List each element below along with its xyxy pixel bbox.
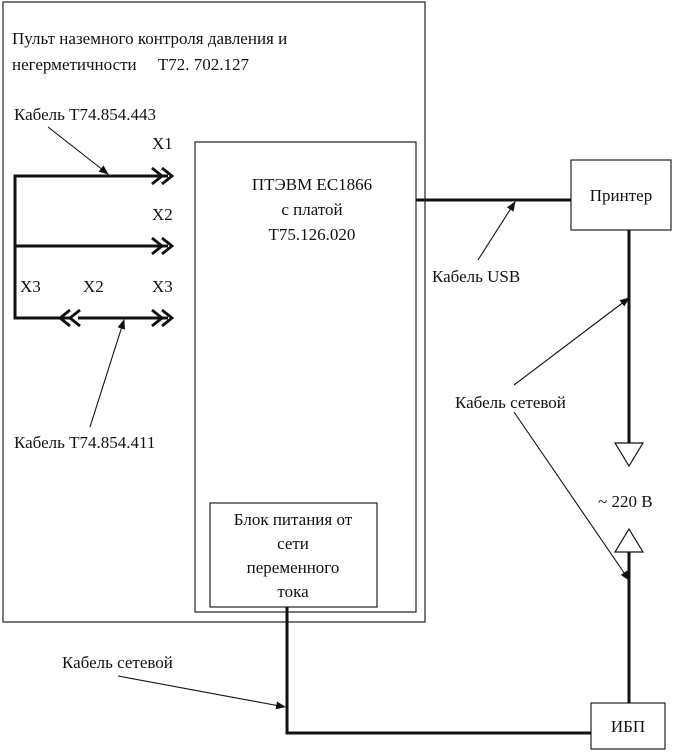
cable-411-leader-arrow <box>89 319 126 428</box>
computer-label-line2: с платой <box>281 200 342 219</box>
cable-443-label: Кабель Т74.854.443 <box>14 105 156 124</box>
power-block-line3: переменного <box>247 558 340 577</box>
cable-443-leader-arrow <box>47 126 109 175</box>
power-supply-box <box>209 502 378 608</box>
control-panel-box <box>2 1 426 623</box>
cable-usb-label: Кабель USB <box>432 267 520 286</box>
connector-x3-right-icon <box>151 308 175 328</box>
power-block-line2: сети <box>277 534 309 553</box>
cable-bundle <box>13 174 168 320</box>
power-block-line4: тока <box>277 582 309 601</box>
printer-label: Принтер <box>590 186 652 205</box>
cable-net-bottom-label: Кабель сетевой <box>62 653 173 672</box>
connector-x2-icon <box>151 236 175 256</box>
power-block-ups-line <box>285 607 591 735</box>
computer-box <box>194 141 417 613</box>
connector-x2-mid-label: X2 <box>83 277 104 296</box>
connector-x3-left-label: X3 <box>20 277 41 296</box>
mains-plug-printer-icon <box>613 442 645 468</box>
cable-411-label: Кабель Т74.854.411 <box>14 433 155 452</box>
computer-label-line1: ПТЭВМ ЕС1866 <box>252 175 372 194</box>
connector-x3-right-label: X3 <box>152 277 173 296</box>
cable-net-bottom-leader-arrow <box>117 675 286 710</box>
connector-x1-icon <box>151 166 175 186</box>
mains-voltage-label: ~ 220 В <box>598 492 653 511</box>
panel-title-line1: Пульт наземного контроля давления и <box>12 29 287 48</box>
cable-net-right-label: Кабель сетевой <box>455 393 566 412</box>
printer-box <box>570 159 672 231</box>
ups-label: ИБП <box>611 717 645 736</box>
cable-net-right-leader-up <box>513 297 630 386</box>
connector-x3-left-icon <box>57 308 81 328</box>
computer-label-line3: Т75.126.020 <box>269 225 356 244</box>
connector-x1-label: X1 <box>152 134 173 153</box>
panel-title-line2: негерметичности Т72. 702.127 <box>12 55 250 74</box>
mains-plug-ups-icon <box>613 527 645 553</box>
connector-x2-top-label: X2 <box>152 205 173 224</box>
cable-net-right-leader-down <box>513 411 630 581</box>
power-block-line1: Блок питания от <box>234 510 353 529</box>
cable-usb-leader-arrow <box>477 201 516 261</box>
